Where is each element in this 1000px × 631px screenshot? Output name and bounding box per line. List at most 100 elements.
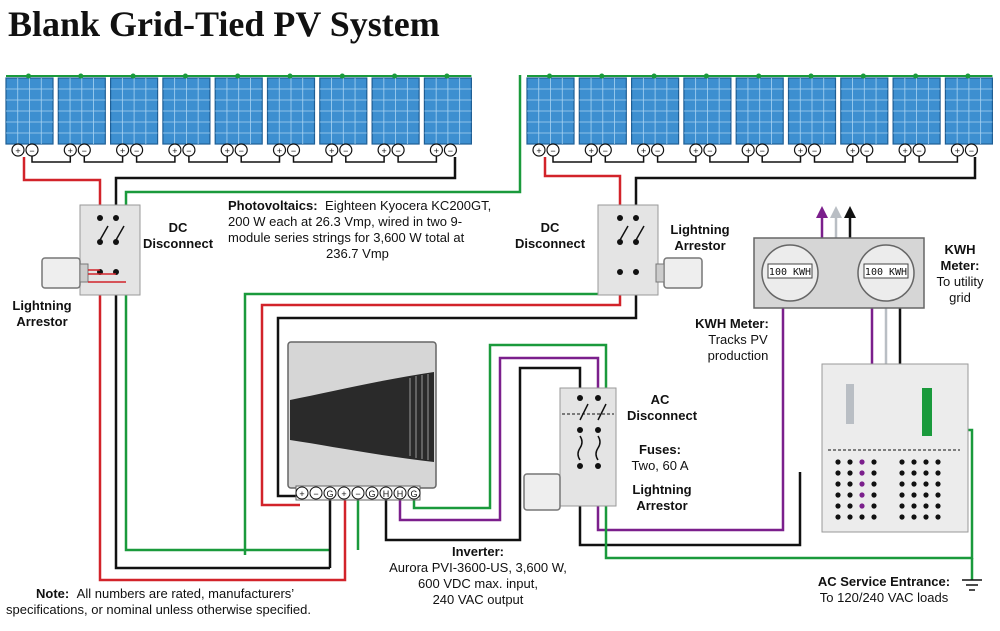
right-dc-black-out (276, 275, 638, 498)
kwh-top-desc-1: To utility (937, 274, 984, 289)
utility-arrow-grey (830, 206, 842, 218)
fuse-left (577, 435, 583, 461)
left-solar-panel: +− (109, 73, 176, 163)
terminal-sign-negative: − (812, 146, 817, 156)
inverter-terminal: + (295, 486, 309, 500)
terminal-sign-negative: − (82, 146, 87, 156)
inverter-terminal: G (365, 486, 379, 500)
positive-terminal-icon (689, 143, 703, 157)
terminal-sign-positive: + (850, 146, 855, 156)
breaker (899, 514, 941, 520)
terminal-sign-negative: − (186, 146, 191, 156)
left-solar-panel: +− (319, 73, 385, 163)
inverter-box (287, 341, 437, 501)
inv-ac-green (412, 343, 608, 510)
kwh-top-label-1: KWH (944, 242, 975, 257)
breaker (835, 481, 877, 487)
inverter-terminal: H (379, 486, 393, 500)
terminal-sign-negative: − (134, 146, 139, 156)
left-solar-panel: +− (423, 73, 472, 157)
terminal-sign-positive: + (15, 146, 20, 156)
ground-bar (922, 388, 932, 436)
ground-symbol (962, 579, 982, 591)
fuse-right (595, 435, 601, 461)
left-string-black-wire (114, 157, 457, 215)
positive-terminal-icon (741, 143, 755, 157)
terminal-sign-negative: − (448, 146, 453, 156)
terminal-sign-negative: − (655, 146, 660, 156)
svg-text:G: G (326, 489, 333, 499)
svg-text:−: − (355, 489, 360, 499)
terminal-sign-negative: − (395, 146, 400, 156)
kwh-top-label-2: Meter: (940, 258, 979, 273)
svg-text:−: − (313, 489, 318, 499)
svg-text:+: + (299, 489, 304, 499)
terminal-sign-negative: − (343, 146, 348, 156)
terminal-sign-negative: − (969, 146, 974, 156)
terminal-sign-negative: − (291, 146, 296, 156)
right-solar-panel: +− (630, 73, 697, 163)
ac-service-desc: To 120/240 VAC loads (820, 590, 949, 605)
terminal-sign-positive: + (68, 146, 73, 156)
terminal-sign-positive: + (434, 146, 439, 156)
terminal-sign-negative: − (603, 146, 608, 156)
right-arrestor-label-2: Arrestor (674, 238, 725, 253)
left-pv-array: +−+−+−+−+−+−+−+−+− (5, 73, 472, 163)
positive-terminal-icon (636, 143, 651, 157)
breaker (835, 503, 877, 509)
terminal-sign-positive: + (955, 146, 960, 156)
utility-arrow-black (844, 206, 856, 218)
left-solar-panel: +− (371, 73, 438, 163)
left-arrestor-label-1: Lightning (12, 298, 71, 313)
right-dc-label-1: DC (541, 220, 560, 235)
service-panel (821, 363, 969, 533)
pv-label: Photovoltaics: Eighteen Kyocera KC200GT, (228, 197, 491, 214)
right-solar-panel: +− (683, 73, 749, 163)
positive-terminal-icon (115, 143, 130, 157)
positive-terminal-icon (898, 143, 912, 157)
right-dc-label-2: Disconnect (515, 236, 586, 251)
svg-text:G: G (410, 489, 417, 499)
terminal-sign-positive: + (798, 146, 803, 156)
ac-arrestor-label-1: Lightning (632, 482, 691, 497)
terminal-sign-positive: + (902, 146, 907, 156)
left-solar-panel: +− (162, 73, 228, 163)
positive-terminal-icon (532, 143, 546, 157)
terminal-sign-positive: + (746, 146, 751, 156)
positive-terminal-icon (793, 143, 808, 157)
svg-text:H: H (383, 489, 390, 499)
terminal-sign-positive: + (172, 146, 177, 156)
svg-text:H: H (397, 489, 404, 499)
right-solar-panel: +− (735, 73, 802, 163)
breaker (835, 514, 877, 520)
utility-arrow-purple (816, 206, 828, 218)
positive-terminal-icon (168, 143, 182, 157)
right-solar-panel: +− (526, 73, 593, 163)
terminal-sign-negative: − (760, 146, 765, 156)
svg-text:G: G (368, 489, 375, 499)
right-solar-panel: +− (944, 73, 994, 157)
positive-terminal-icon (272, 143, 287, 157)
positive-terminal-icon (377, 143, 391, 157)
left-dc-green-out (124, 289, 330, 552)
positive-terminal-icon (950, 143, 965, 157)
terminal-sign-positive: + (277, 146, 282, 156)
terminal-sign-positive: + (120, 146, 125, 156)
terminal-sign-positive: + (329, 146, 334, 156)
positive-terminal-icon (63, 143, 77, 157)
kwh-side-desc-2: production (708, 348, 769, 363)
negative-terminal-icon (443, 143, 457, 157)
ac-service-label: AC Service Entrance: (818, 574, 950, 589)
positive-terminal-icon (325, 143, 339, 157)
ac-arrestor-label-2: Arrestor (636, 498, 687, 513)
breaker (899, 503, 941, 509)
terminal-sign-negative: − (550, 146, 555, 156)
kwh-meter: 100 KWH 100 KWH (753, 237, 925, 309)
right-pv-array: +−+−+−+−+−+−+−+−+− (526, 73, 994, 163)
terminal-sign-negative: − (864, 146, 869, 156)
left-dc-disconnect (79, 204, 141, 296)
positive-terminal-icon (846, 143, 860, 157)
note-line-2: specifications, or nominal unless otherw… (6, 602, 311, 617)
terminal-sign-positive: + (589, 146, 594, 156)
